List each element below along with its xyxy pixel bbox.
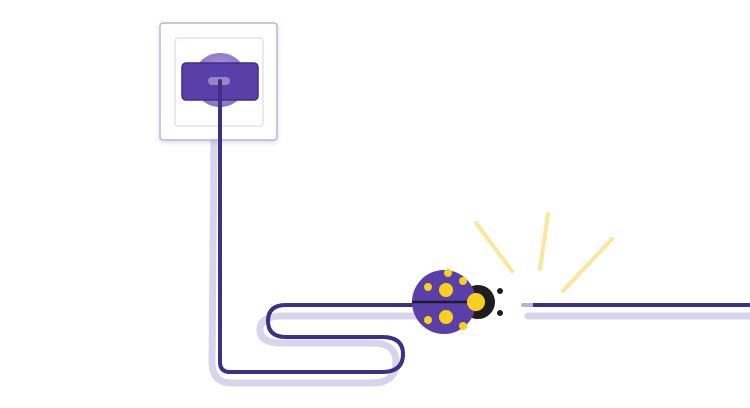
cable [218, 79, 418, 374]
ladybug-spots [424, 269, 485, 330]
cable-shadow [208, 136, 750, 387]
ladybug-icon [412, 269, 503, 334]
spark-lines-icon [474, 212, 614, 293]
ladybug-antennae [497, 288, 503, 316]
